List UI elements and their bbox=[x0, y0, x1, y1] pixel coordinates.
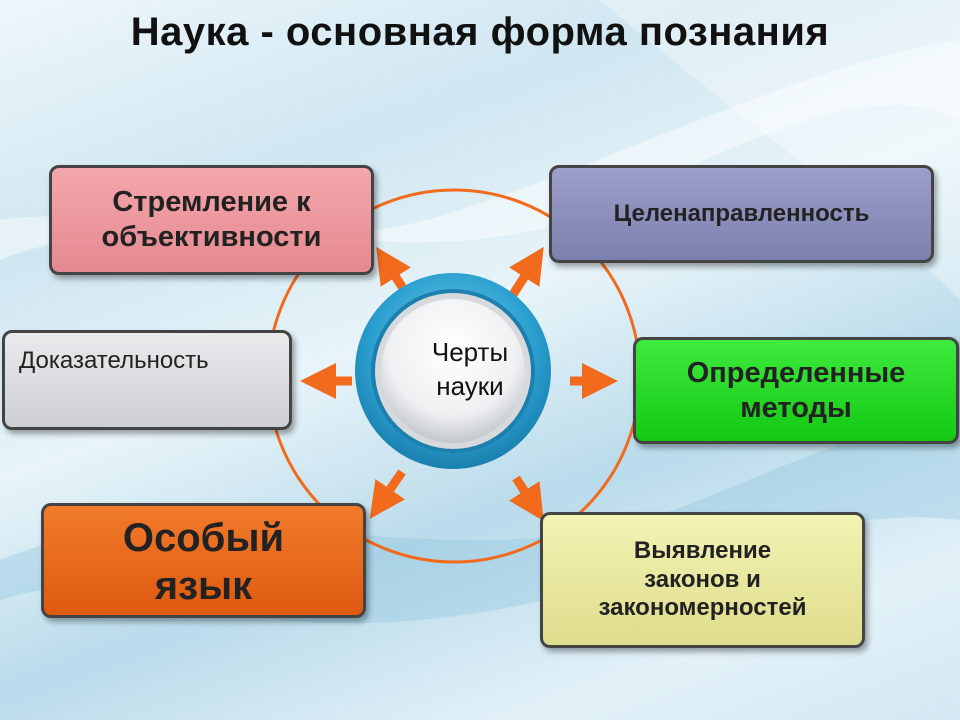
box-provability: Доказательность bbox=[2, 330, 292, 430]
center-hub bbox=[355, 273, 551, 469]
box-objectivity: Стремление к объективности bbox=[49, 165, 374, 275]
box-purposefulness: Целенаправленность bbox=[549, 165, 934, 263]
arrow-laws bbox=[509, 475, 544, 522]
box-purposefulness-label: Целенаправленность bbox=[613, 199, 870, 227]
box-laws: Выявление законов и закономерностей bbox=[540, 512, 865, 648]
center-label: Черты науки bbox=[431, 337, 509, 401]
box-provability-label: Доказательность bbox=[19, 347, 209, 374]
arrow-language bbox=[369, 469, 406, 519]
page-title: Наука - основная форма познания bbox=[130, 10, 830, 54]
box-language-label: Особый язык bbox=[122, 516, 285, 608]
box-language: Особый язык bbox=[41, 503, 366, 618]
box-laws-label: Выявление законов и закономерностей bbox=[598, 536, 807, 622]
box-methods: Определенные методы bbox=[633, 337, 959, 444]
arrow-purposefulness bbox=[508, 246, 544, 299]
box-methods-label: Определенные методы bbox=[686, 356, 906, 424]
box-objectivity-label: Стремление к объективности bbox=[101, 186, 322, 253]
